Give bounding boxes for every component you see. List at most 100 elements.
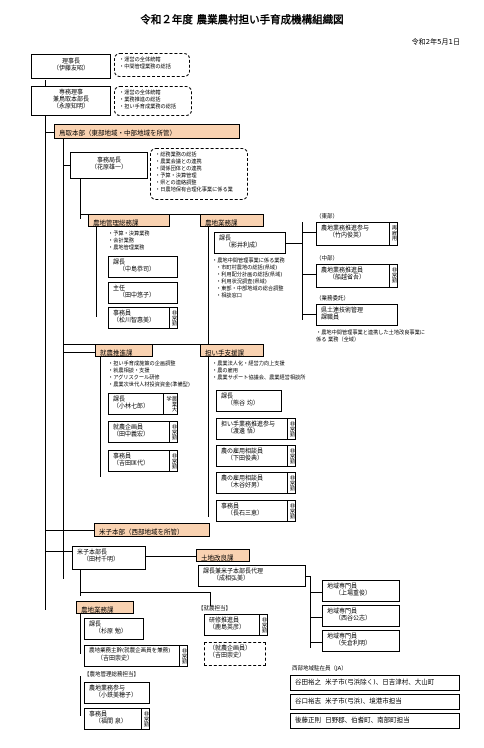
connector: [302, 274, 316, 275]
support-band: 担い手支援課: [200, 344, 264, 357]
staff-name: （杉原 勉）: [95, 628, 127, 636]
employment-staff-box: 就農企画員 （田中義宏） 非常勤: [108, 421, 178, 443]
staff-name: （小鉄美穂子）: [95, 692, 138, 700]
staff-role: （就農企画員）: [209, 645, 252, 652]
farmland-duty: ・利用状況調査(県域): [216, 279, 267, 286]
farmland-head-box: 課長 （影井利成）: [214, 232, 286, 254]
staff-name: （木谷好男）: [227, 482, 264, 490]
land-improvement-band: 土地改良課: [196, 549, 250, 562]
west-employment-label: 【就農担当】: [198, 606, 232, 612]
west-employment-box: （就農企画員） （吉田崇史）: [204, 642, 266, 666]
support-duty: ・農業サポート協議会、農業経営相談所: [212, 375, 306, 382]
admin-duty: ・会計業務: [108, 238, 134, 245]
staff-role: 事務員: [221, 503, 240, 510]
admin-band: 農地管理総務課: [88, 214, 170, 227]
director-duties: ・運営の全体統轄 ・業務推進の総括 ・担い手育成業務の総括: [114, 86, 192, 116]
staff-name: （吉田崇史）: [97, 654, 134, 662]
land-improvement-box: 課長兼米子本部長代理 （成相弘美）: [198, 565, 306, 587]
staff-role: 課長: [113, 396, 126, 403]
staff-role: 事務員: [89, 711, 108, 718]
connector: [208, 357, 209, 517]
secretariat-box: 事務局長 （花原雄一）: [70, 152, 148, 179]
staff-name: （吉田匡代）: [113, 460, 150, 468]
trunk-line-lower: [45, 600, 46, 610]
connector: [80, 592, 210, 593]
specialist-name: （矢倉利明）: [335, 640, 372, 648]
staff-role: 研修推進員: [209, 617, 240, 624]
connector: [310, 592, 322, 593]
staff-role: 農地業務主幹(就農企画員を兼務): [89, 648, 171, 654]
west-admin-box: 農地業務参与 （小鉄美穂子）: [84, 682, 150, 704]
central-label: （中部）: [316, 256, 339, 262]
page-title: 令和２年度 農業農村担い手育成機構組織図: [140, 14, 344, 26]
land-improvement-role: 課長兼米子本部長代理: [203, 568, 264, 575]
west-employment-box: 研修推進員 （鹿島英彦） 非常勤: [204, 614, 268, 636]
director-box: 専務理事 兼鳥取本部長 （永原知明）: [31, 86, 111, 116]
connector: [80, 614, 81, 654]
employment-staff-box: 事務員 （吉田匡代） 非常勤: [108, 450, 178, 472]
connector: [45, 551, 73, 552]
staff-name: （松川智惠美）: [113, 317, 156, 325]
director-role2: 兼鳥取本部長: [52, 96, 89, 104]
west-farmland-box: 課長 （杉原 勉）: [84, 618, 144, 640]
farmland-band: 農地業務課: [200, 214, 264, 227]
staff-role: 課長: [221, 393, 234, 400]
ja-name: 後藤正則: [295, 716, 321, 724]
head-name: （影井利成）: [225, 242, 262, 250]
connector: [302, 314, 316, 315]
employment-duty: ・就農相談・支援: [108, 368, 150, 375]
central-role: 農地業務推進員: [321, 267, 364, 274]
connector: [80, 676, 81, 716]
farmland-duty: ・相談窓口: [216, 293, 242, 300]
yonago-head-role: 米子本部長: [77, 549, 108, 556]
land-improvement-name: （成相弘美）: [213, 575, 250, 583]
support-staff-box: 農の雇用相談員 （下田俊典） 非常勤: [216, 445, 296, 467]
chair-duty: ・運営の全体統轄: [119, 57, 161, 63]
specialist-box: 地域専門員 （矢倉利明）: [322, 630, 400, 652]
connector: [210, 592, 211, 606]
support-duty: ・農業法人化・経営力向上支援: [212, 361, 285, 367]
connector: [286, 243, 302, 244]
employment-duty: ・アグリスクール研修: [108, 375, 160, 382]
staff-name: （吉田崇史）: [209, 652, 246, 660]
tottori-band: 鳥取本部（東部地域・中部地域を所管）: [54, 124, 240, 139]
east-role: 農地業務推進参与: [321, 225, 370, 232]
west-admin-label: 【農地管理総務担当】: [84, 672, 140, 678]
farmland-duty: ・市町村農地の総括(県域): [216, 265, 278, 272]
connector: [80, 570, 81, 596]
connector: [306, 576, 310, 577]
support-staff-box: 課長 （熊谷 均）: [216, 390, 282, 412]
staff-role: 主任: [113, 285, 126, 292]
staff-role: 課長: [89, 621, 102, 628]
secretariat-duties: ・総務業務の総括 ・農業会議との連携 ・関係団体との連携 ・予算・決算管理 ・県…: [150, 148, 248, 200]
chair-duties: ・運営の全体統轄 ・中間管理業務の総括: [114, 53, 190, 77]
specialist-role: 地域専門員: [327, 608, 358, 615]
connector: [63, 352, 95, 353]
yonago-head-name: （田村千明）: [83, 556, 120, 564]
secretariat-name: （花原雄一）: [90, 164, 127, 172]
connector: [45, 132, 55, 133]
ja-name: 谷口裕志: [295, 697, 321, 705]
commission-box: 県土連技術管理 課職員: [316, 304, 398, 326]
west-admin-box: 事務員 （福間 泉） 非常勤: [84, 708, 150, 730]
staff-tag: 再雇用: [388, 223, 397, 245]
ja-area: 米子市(弓浜)、境港市担当: [325, 697, 402, 705]
staff-tag: 非常勤: [168, 451, 177, 471]
admin-staff-box: 事務員 （松川智惠美） 非常勤: [108, 307, 178, 329]
employment-duty: ・農業次世代人材投資資金(準備型): [108, 382, 190, 389]
chair-duty: ・中間管理業務の総括: [119, 64, 171, 71]
employment-band: 就農推進課: [95, 344, 153, 357]
commission-line: 県土連技術管理: [321, 307, 364, 314]
connector: [302, 222, 303, 320]
chair-role: 理事長: [61, 58, 80, 65]
staff-role: 事務員: [113, 453, 132, 460]
staff-name: （田中悠子）: [119, 292, 156, 300]
staff-name: （熊谷 均）: [227, 400, 259, 408]
chair-name: （伊藤友昭）: [52, 65, 89, 73]
staff-name: （渡邊 悟）: [227, 428, 259, 436]
yonago-band: 米子本部（西部地域を所管）: [94, 523, 210, 537]
employment-duties: ・担い手育成施策の企画調整 ・就農相談・支援 ・アグリスクール研修 ・農業次世代…: [108, 361, 190, 389]
east-name: （竹内俊英）: [329, 232, 366, 240]
staff-name: （福間 泉）: [95, 718, 127, 726]
staff-tag: 非常勤: [286, 446, 295, 466]
